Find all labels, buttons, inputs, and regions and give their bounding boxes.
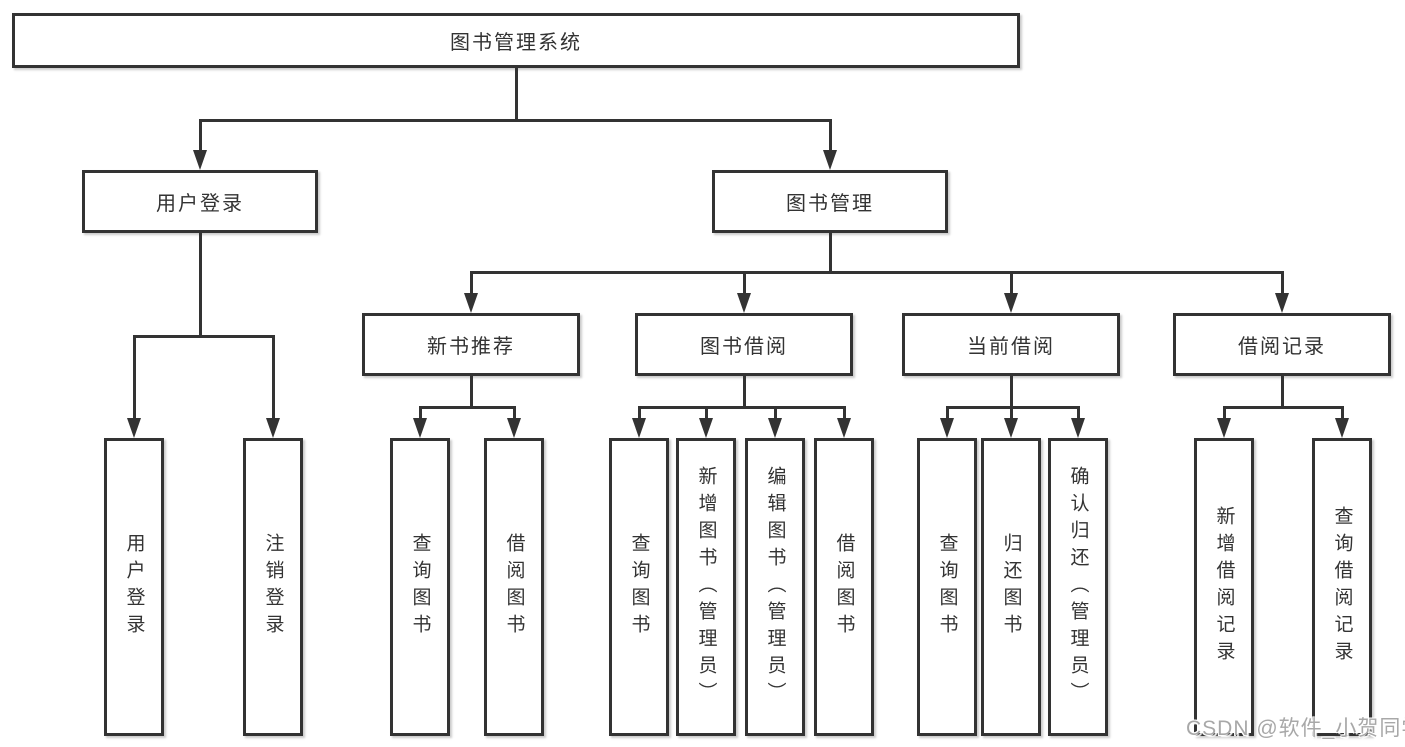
node-user-login: 用户登录 (82, 170, 318, 233)
connector-records-rail (1222, 405, 1344, 409)
connector-drop (1009, 407, 1013, 420)
connector-borrowing-stem (742, 376, 746, 407)
connector-current-stem (1009, 376, 1013, 407)
connector-drop (1222, 407, 1226, 420)
node-current-borrowing: 当前借阅 (902, 313, 1120, 376)
connector-login-stem (198, 233, 202, 336)
leaf-label: 编辑图书（管理员） (764, 465, 786, 709)
connector-drop-borrowing (742, 272, 746, 295)
connector-root-rail (198, 118, 832, 122)
node-label: 新书推荐 (427, 336, 515, 358)
connector-root-stem (514, 68, 518, 120)
node-borrowing-records: 借阅记录 (1173, 313, 1391, 376)
leaf-label: 查询图书 (936, 533, 958, 641)
connector-records-stem (1280, 376, 1284, 407)
leaf-query-borrow-record: 查询借阅记录 (1312, 438, 1372, 736)
leaf-return-books: 归还图书 (981, 438, 1041, 736)
leaf-query-books: 查询图书 (609, 438, 669, 736)
leaf-logout: 注销登录 (243, 438, 303, 736)
connector-drop-user-login (198, 120, 202, 152)
leaf-label: 借阅图书 (503, 533, 525, 641)
leaf-label: 查询图书 (409, 533, 431, 641)
connector-drop (842, 407, 846, 420)
node-label: 借阅记录 (1238, 336, 1326, 358)
connector-drop (512, 407, 516, 420)
connector-newbook-stem (469, 376, 473, 407)
leaf-label: 确认归还（管理员） (1067, 465, 1089, 709)
connector-drop (637, 407, 641, 420)
node-label: 图书管理 (786, 193, 874, 215)
leaf-label: 新增图书（管理员） (695, 465, 717, 709)
arrow-down-icon (1004, 418, 1018, 438)
arrow-down-icon (507, 418, 521, 438)
arrow-down-icon (413, 418, 427, 438)
arrow-down-icon (464, 293, 478, 313)
leaf-add-books-admin: 新增图书（管理员） (676, 438, 736, 736)
connector-drop-book-management (828, 120, 832, 152)
arrow-down-icon (266, 418, 280, 438)
leaf-borrow-books: 借阅图书 (484, 438, 544, 736)
connector-mgmt-rail (469, 270, 1284, 274)
arrow-down-icon (632, 418, 646, 438)
arrow-down-icon (1217, 418, 1231, 438)
node-label: 图书管理系统 (450, 32, 582, 54)
connector-drop (1340, 407, 1344, 420)
leaf-user-login: 用户登录 (104, 438, 164, 736)
connector-drop (1076, 407, 1080, 420)
leaf-borrow-books: 借阅图书 (814, 438, 874, 736)
leaf-label: 注销登录 (262, 533, 284, 641)
leaf-label: 归还图书 (1000, 533, 1022, 641)
arrow-down-icon (823, 150, 837, 170)
arrow-down-icon (127, 418, 141, 438)
arrow-down-icon (737, 293, 751, 313)
arrow-down-icon (193, 150, 207, 170)
connector-current-rail (945, 405, 1080, 409)
connector-login-rail (132, 334, 275, 338)
connector-drop-leaf-logout (271, 336, 275, 420)
arrow-down-icon (1071, 418, 1085, 438)
node-label: 图书借阅 (700, 336, 788, 358)
leaf-add-borrow-record: 新增借阅记录 (1194, 438, 1254, 736)
leaf-query-books: 查询图书 (390, 438, 450, 736)
node-book-management: 图书管理 (712, 170, 948, 233)
connector-drop (418, 407, 422, 420)
connector-drop-current (1009, 272, 1013, 295)
arrow-down-icon (1335, 418, 1349, 438)
node-library-management-system: 图书管理系统 (12, 13, 1020, 68)
node-book-borrowing: 图书借阅 (635, 313, 853, 376)
leaf-confirm-return-admin: 确认归还（管理员） (1048, 438, 1108, 736)
leaf-label: 新增借阅记录 (1213, 506, 1235, 668)
connector-drop-records (1280, 272, 1284, 295)
connector-drop-new-book (469, 272, 473, 295)
connector-newbook-rail (418, 405, 516, 409)
leaf-label: 查询借阅记录 (1331, 506, 1353, 668)
arrow-down-icon (940, 418, 954, 438)
connector-drop (945, 407, 949, 420)
leaf-label: 用户登录 (123, 533, 145, 641)
leaf-label: 查询图书 (628, 533, 650, 641)
leaf-label: 借阅图书 (833, 533, 855, 641)
node-new-book-recommendation: 新书推荐 (362, 313, 580, 376)
connector-drop (704, 407, 708, 420)
leaf-edit-books-admin: 编辑图书（管理员） (745, 438, 805, 736)
node-label: 用户登录 (156, 193, 244, 215)
arrow-down-icon (768, 418, 782, 438)
arrow-down-icon (699, 418, 713, 438)
leaf-query-books: 查询图书 (917, 438, 977, 736)
arrow-down-icon (837, 418, 851, 438)
csdn-watermark: CSDN @软件_小贺同学 (1186, 717, 1405, 740)
connector-borrowing-rail (637, 405, 846, 409)
connector-drop-leaf-user-login (132, 336, 136, 420)
arrow-down-icon (1004, 293, 1018, 313)
arrow-down-icon (1275, 293, 1289, 313)
connector-mgmt-stem (828, 233, 832, 272)
node-label: 当前借阅 (967, 336, 1055, 358)
connector-drop (773, 407, 777, 420)
